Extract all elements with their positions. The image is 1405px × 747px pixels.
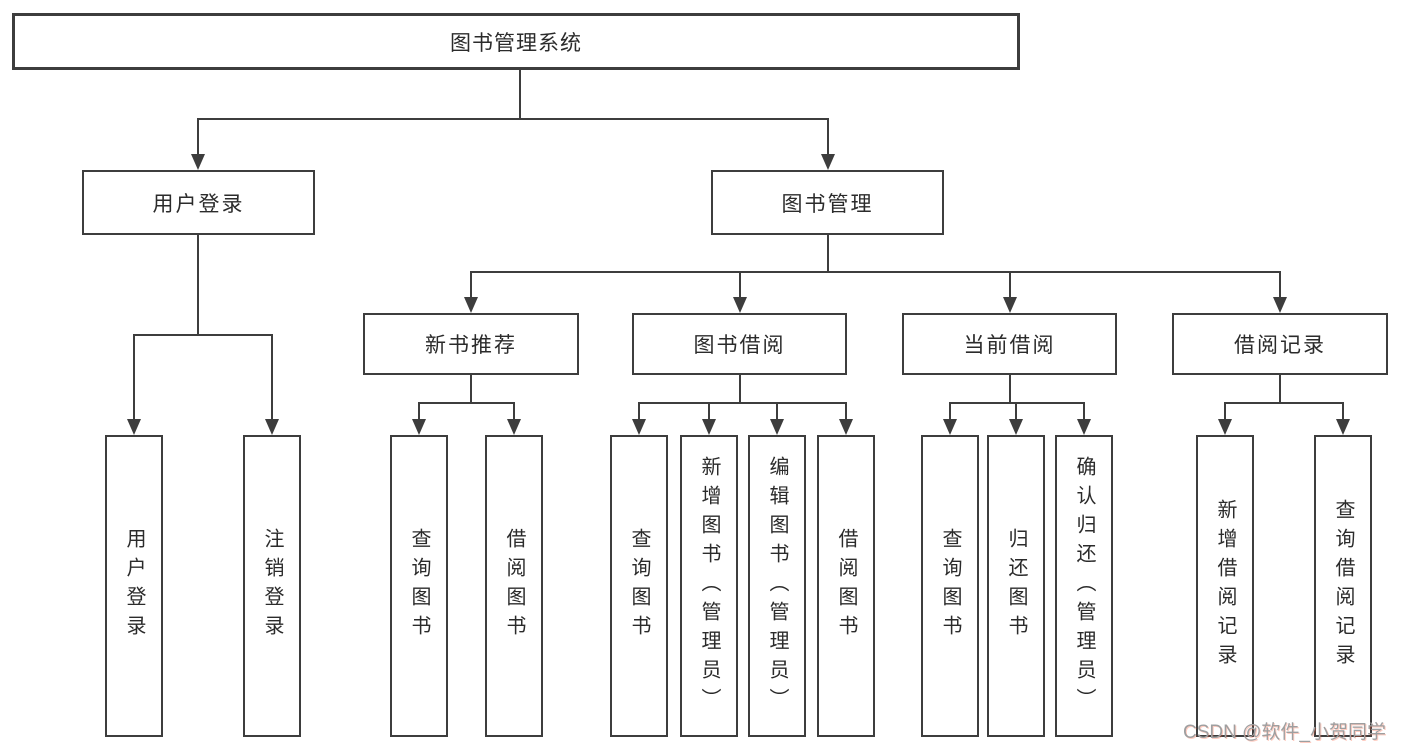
leaf-logout: 注销登录 bbox=[243, 435, 301, 737]
connector-book-borrow bbox=[632, 375, 853, 435]
leaf-query-book-borrow: 查询图书 bbox=[610, 435, 668, 737]
node-borrow-records: 借阅记录 bbox=[1172, 313, 1388, 375]
node-library-system: 图书管理系统 bbox=[12, 13, 1020, 70]
connector-user-login bbox=[127, 235, 279, 435]
leaf-add-borrow-record: 新增借阅记录 bbox=[1196, 435, 1254, 737]
leaf-query-book-recommend: 查询图书 bbox=[390, 435, 448, 737]
leaf-user-login: 用户登录 bbox=[105, 435, 163, 737]
connector-current-borrow bbox=[943, 375, 1091, 435]
connector-root bbox=[191, 70, 835, 170]
leaf-borrow-book-recommend: 借阅图书 bbox=[485, 435, 543, 737]
node-user-login: 用户登录 bbox=[82, 170, 315, 235]
connector-borrow-records bbox=[1218, 375, 1350, 435]
node-new-book-recommend: 新书推荐 bbox=[363, 313, 579, 375]
connector-new-book-recommend bbox=[412, 375, 521, 435]
leaf-confirm-return-admin: 确认归还（管理员） bbox=[1055, 435, 1113, 737]
leaf-borrow-book: 借阅图书 bbox=[817, 435, 875, 737]
leaf-return-book: 归还图书 bbox=[987, 435, 1045, 737]
leaf-query-borrow-record: 查询借阅记录 bbox=[1314, 435, 1372, 737]
connector-book-management bbox=[464, 235, 1287, 313]
csdn-watermark: CSDN @软件_小贺同学 bbox=[1183, 722, 1386, 743]
node-book-management: 图书管理 bbox=[711, 170, 944, 235]
node-current-borrow: 当前借阅 bbox=[902, 313, 1117, 375]
leaf-add-book-admin: 新增图书（管理员） bbox=[680, 435, 738, 737]
node-book-borrow: 图书借阅 bbox=[632, 313, 847, 375]
leaf-edit-book-admin: 编辑图书（管理员） bbox=[748, 435, 806, 737]
leaf-query-book-current: 查询图书 bbox=[921, 435, 979, 737]
